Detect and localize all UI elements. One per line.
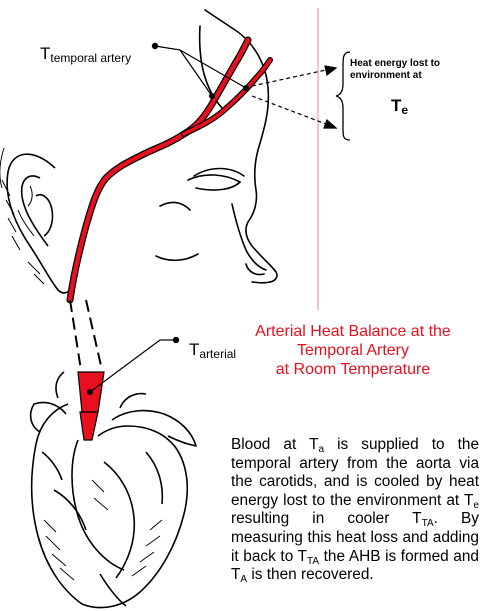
heart xyxy=(31,372,196,608)
title-line-2: Temporal Artery xyxy=(228,341,478,360)
heat-loss-arrows xyxy=(252,66,336,128)
title-line-1: Arterial Heat Balance at the xyxy=(228,322,478,341)
title-line-3: at Room Temperature xyxy=(228,360,478,379)
temporal-artery-label: Ttemporal artery xyxy=(40,44,131,65)
diagram-title: Arterial Heat Balance at the Temporal Ar… xyxy=(228,322,478,379)
temporal-artery xyxy=(70,40,270,300)
description-paragraph: Blood at Ta is supplied to the temporal … xyxy=(231,436,479,585)
te-label: Te xyxy=(391,96,408,117)
heat-loss-label: Heat energy lost to environment at xyxy=(350,58,458,82)
aorta-segment xyxy=(78,372,104,440)
artery-break-dashes xyxy=(70,300,102,370)
head-profile xyxy=(156,10,277,283)
heat-loss-brace xyxy=(336,52,350,140)
